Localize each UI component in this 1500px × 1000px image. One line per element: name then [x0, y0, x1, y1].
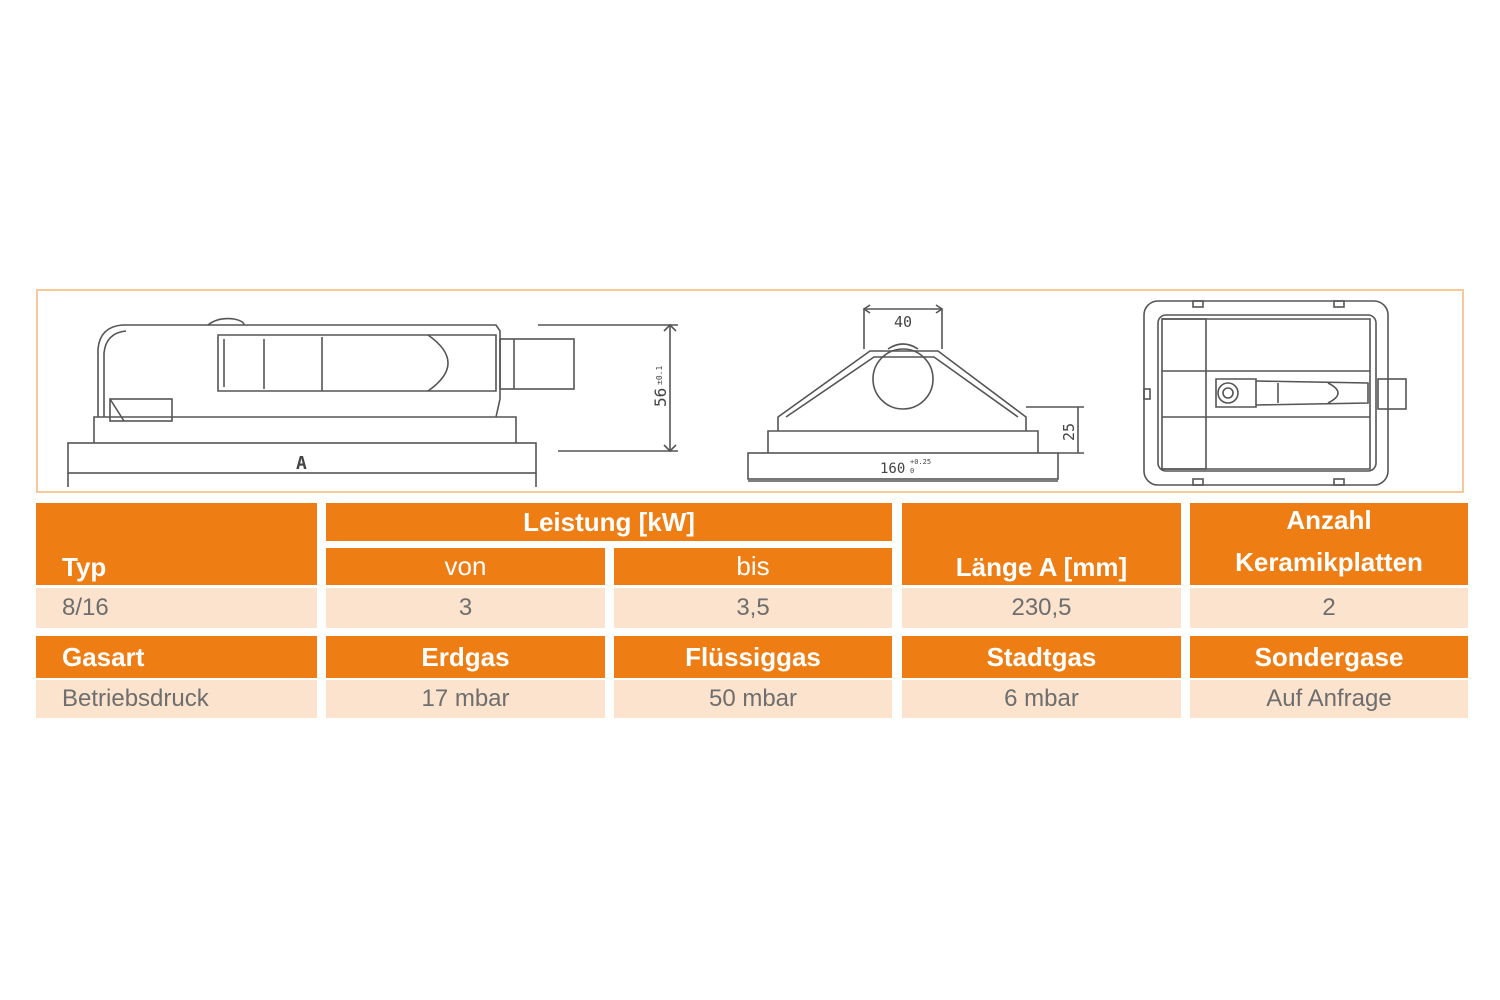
value-anzahl: 2 [1190, 588, 1468, 628]
header-bis: bis [614, 548, 892, 585]
value-sondergase-text: Auf Anfrage [1266, 685, 1392, 712]
dim-top-label: 40 [894, 313, 912, 331]
header-typ-label: Typ [62, 552, 107, 582]
header-anzahl: Anzahl Keramikplatten [1190, 503, 1468, 585]
top-view-drawing [1143, 300, 1407, 486]
header-anzahl-line1: Anzahl [1286, 505, 1372, 535]
value-typ-text: 8/16 [62, 594, 109, 621]
dim-side-label: 25 [1060, 423, 1078, 441]
header-bis-label: bis [736, 551, 770, 581]
dim-height-tolerance: ±0.1 [655, 366, 664, 385]
value-stadtgas-text: 6 mbar [1004, 685, 1079, 712]
header-sondergase: Sondergase [1190, 636, 1468, 678]
value-laenge-text: 230,5 [1011, 594, 1072, 621]
dim-bottom-label: 160 [880, 461, 905, 477]
value-betriebsdruck-label: Betriebsdruck [36, 680, 317, 718]
header-anzahl-line2: Keramikplatten [1235, 547, 1423, 577]
dim-length-label: A [296, 453, 307, 474]
header-leistung: Leistung [kW] [326, 503, 892, 541]
header-fluessiggas: Flüssiggas [614, 636, 892, 678]
value-anzahl-text: 2 [1322, 594, 1336, 621]
value-bis-text: 3,5 [736, 594, 770, 621]
header-sondergase-label: Sondergase [1254, 641, 1404, 672]
dim-height-label: 56 [651, 388, 670, 407]
side-view-drawing [67, 317, 678, 487]
header-erdgas-label: Erdgas [421, 641, 510, 672]
header-fluessiggas-label: Flüssiggas [685, 641, 821, 672]
header-gasart: Gasart [36, 636, 317, 678]
header-von-label: von [444, 551, 487, 581]
dim-bottom-tol-upper: +0.25 [910, 458, 931, 466]
value-von: 3 [326, 588, 605, 628]
value-sondergase: Auf Anfrage [1190, 680, 1468, 718]
dim-bottom-tol-lower: 0 [910, 467, 914, 475]
value-typ: 8/16 [36, 588, 317, 628]
header-laenge: Länge A [mm] [902, 503, 1181, 585]
value-bis: 3,5 [614, 588, 892, 628]
value-erdgas-text: 17 mbar [421, 685, 510, 712]
value-fluessiggas: 50 mbar [614, 680, 892, 718]
value-stadtgas: 6 mbar [902, 680, 1181, 718]
header-laenge-label: Länge A [mm] [955, 552, 1128, 582]
technical-drawing-panel: A 56 ±0.1 40 160 +0.25 0 25 [36, 289, 1464, 493]
header-stadtgas: Stadtgas [902, 636, 1181, 678]
technical-drawing: A 56 ±0.1 40 160 +0.25 0 25 [67, 300, 1407, 487]
header-erdgas: Erdgas [326, 636, 605, 678]
value-fluessiggas-text: 50 mbar [708, 685, 798, 712]
value-laenge: 230,5 [902, 588, 1181, 628]
value-von-text: 3 [458, 594, 473, 621]
value-erdgas: 17 mbar [326, 680, 605, 718]
value-betriebsdruck-text: Betriebsdruck [62, 685, 209, 712]
header-von: von [326, 548, 605, 585]
header-leistung-label: Leistung [kW] [523, 506, 695, 537]
header-stadtgas-label: Stadtgas [986, 641, 1097, 672]
header-gasart-label: Gasart [62, 641, 145, 672]
header-typ: Typ [36, 503, 317, 585]
front-view-drawing [747, 304, 1084, 482]
